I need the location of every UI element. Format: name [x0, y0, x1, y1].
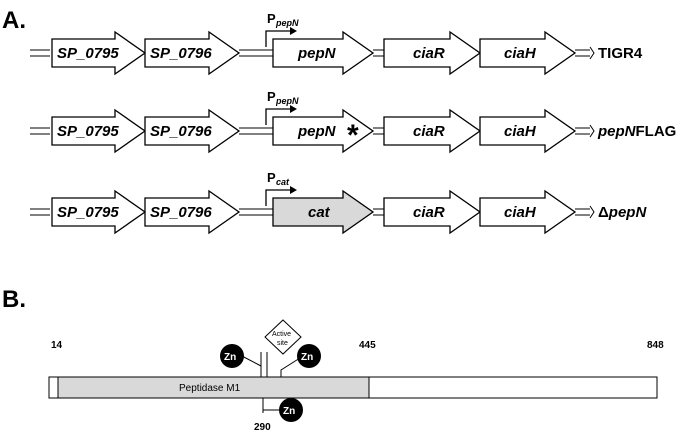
promoter-arrow	[265, 108, 290, 125]
gene-arrow	[383, 108, 482, 154]
gene-label: cat	[308, 204, 331, 221]
promoter-label: P	[267, 170, 276, 185]
gene-arrow	[144, 189, 241, 235]
flag-tag-asterisk: *	[347, 119, 359, 152]
gene-label: ciaR	[413, 45, 445, 62]
peptidase-domain-label: Peptidase M1	[179, 383, 241, 394]
strain-label: TIGR4	[598, 45, 643, 62]
gene-label: SP_0796	[150, 45, 212, 62]
gene-arrow	[479, 189, 577, 235]
gene-label: ciaR	[413, 123, 445, 140]
position-label-290: 290	[254, 422, 271, 433]
tick-label-end: 848	[647, 340, 664, 351]
svg-text:Zn: Zn	[283, 406, 295, 417]
gene-label: pepN	[297, 45, 337, 62]
gene-label: SP_0796	[150, 123, 212, 140]
gene-label: SP_0795	[57, 123, 119, 140]
gene-arrow	[144, 30, 241, 76]
gene-label: ciaH	[504, 45, 537, 62]
active-site-label-line2: site	[277, 340, 288, 347]
gene-arrow	[272, 189, 375, 235]
zn-badge-bottom: Zn	[279, 398, 303, 422]
peptidase-domain	[57, 376, 370, 399]
gene-arrow	[479, 30, 577, 76]
gene-arrow	[51, 189, 147, 235]
promoter-arrow	[265, 189, 290, 206]
active-site-label-line1: Active	[272, 331, 291, 338]
zn-badge-right: Zn	[297, 344, 321, 368]
promoter-arrow	[265, 30, 290, 47]
tick-label-domain-end: 445	[359, 340, 376, 351]
gene-arrow	[383, 30, 482, 76]
gene-label: SP_0796	[150, 204, 212, 221]
gene-label: ciaH	[504, 204, 537, 221]
gene-arrow	[51, 30, 147, 76]
gene-label: ciaH	[504, 123, 537, 140]
gene-arrow	[272, 108, 375, 154]
zn-badge-left: Zn	[220, 344, 244, 368]
gene-arrow	[383, 189, 482, 235]
gene-label: SP_0795	[57, 45, 119, 62]
svg-text:Zn: Zn	[224, 352, 236, 363]
promoter-subscript: cat	[276, 177, 290, 187]
panel-a-label: A.	[2, 7, 26, 34]
gene-arrow	[144, 108, 241, 154]
promoter-arrowhead	[290, 27, 297, 35]
dna-end	[589, 46, 595, 60]
tick-label-start: 14	[51, 340, 63, 351]
gene-label: SP_0795	[57, 204, 119, 221]
promoter-label: P	[267, 89, 276, 104]
panel-b-label: B.	[2, 286, 26, 313]
gene-arrow	[272, 30, 375, 76]
promoter-subscript: pepN	[275, 96, 299, 106]
svg-text:Zn: Zn	[301, 352, 313, 363]
zn-right-connector	[280, 357, 301, 377]
strain-label: ΔpepN	[598, 204, 647, 221]
gene-arrow	[51, 108, 147, 154]
active-site-diamond: Active site	[264, 319, 302, 355]
promoter-label: P	[267, 11, 276, 26]
promoter-arrowhead	[290, 186, 297, 194]
gene-arrow	[479, 108, 577, 154]
dna-end	[589, 205, 595, 219]
gene-label: ciaR	[413, 204, 445, 221]
promoter-subscript: pepN	[275, 18, 299, 28]
strain-label: pepNFLAG	[597, 123, 676, 140]
promoter-arrowhead	[290, 105, 297, 113]
dna-end	[589, 124, 595, 138]
gene-label: pepN	[297, 123, 337, 140]
